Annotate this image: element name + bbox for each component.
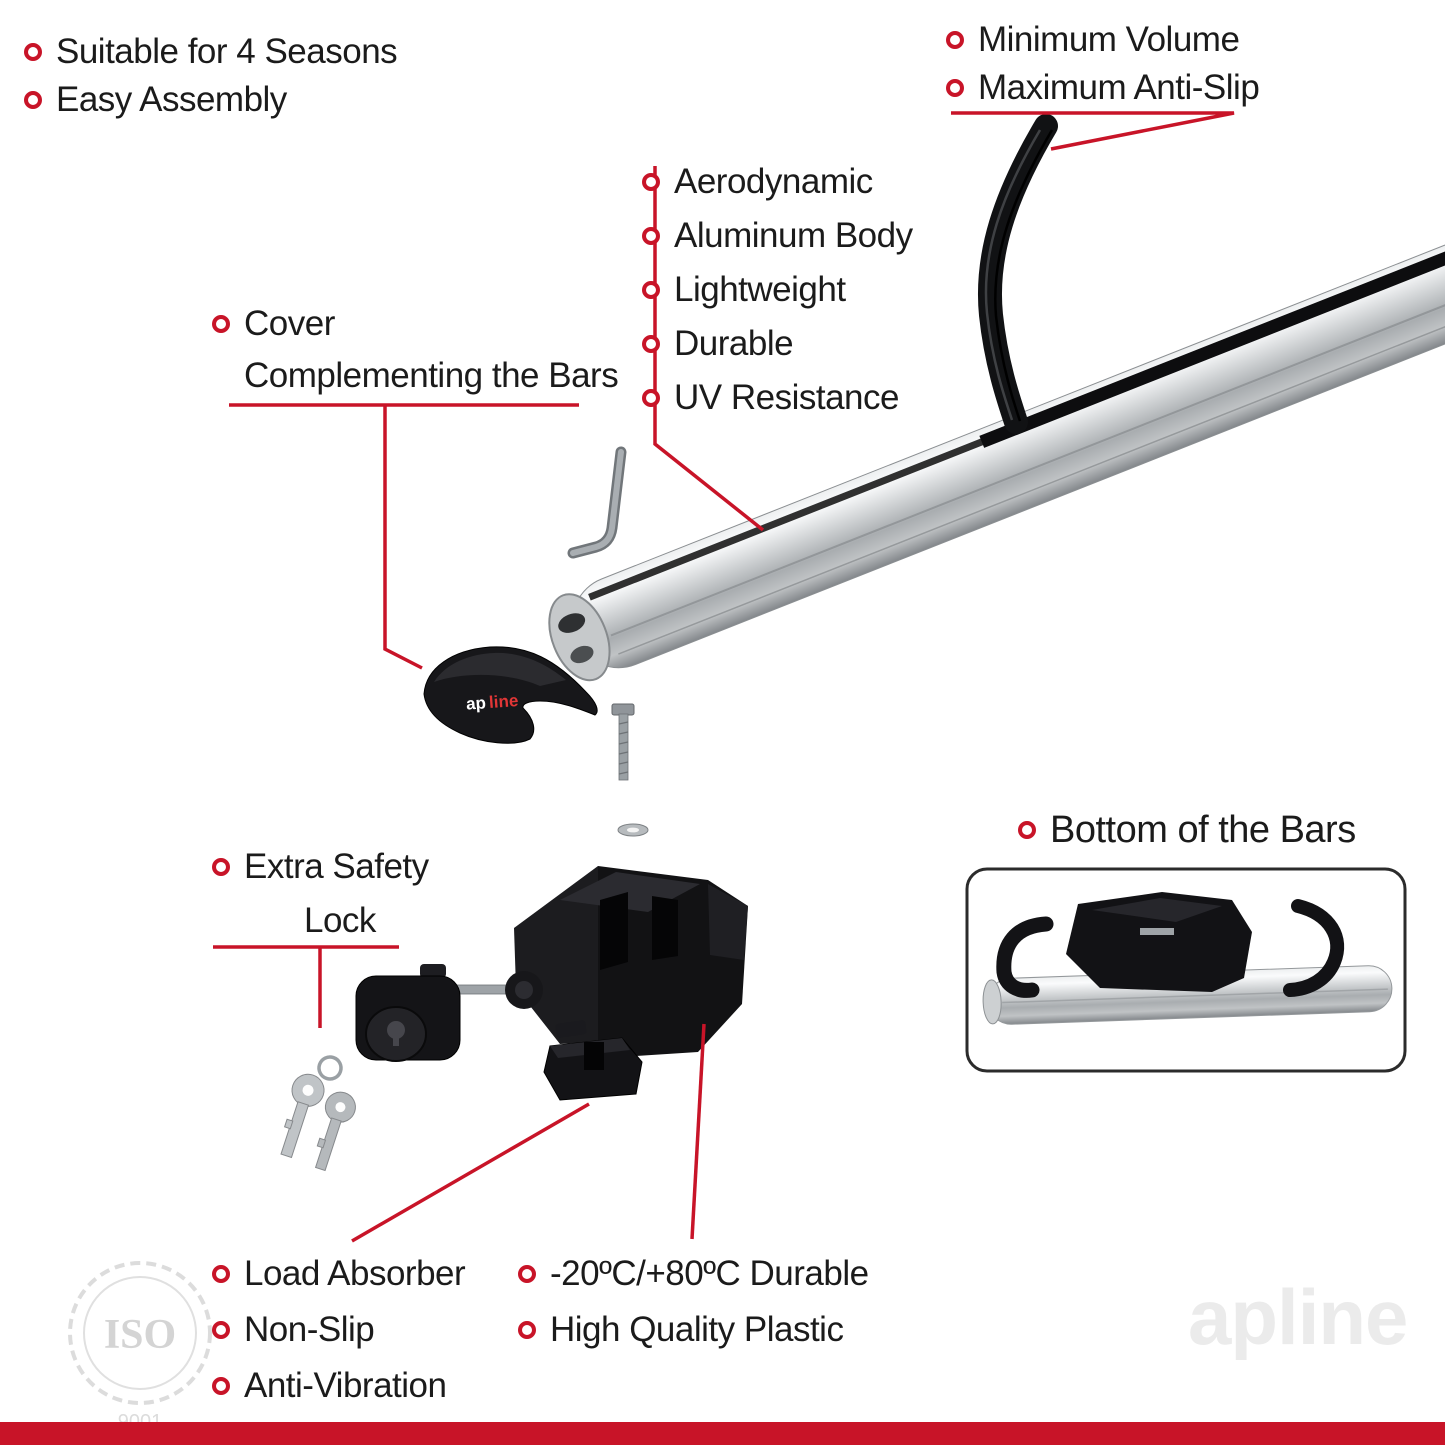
features-callout-line (653, 166, 765, 532)
feature-label: High Quality Plastic (550, 1310, 844, 1349)
bolt-part (611, 703, 635, 781)
feature-label: -20ºC/+80ºC Durable (550, 1254, 869, 1293)
callout-lines (213, 111, 1235, 1243)
bullet-icon (518, 1265, 536, 1283)
list-item: High Quality Plastic (518, 1302, 869, 1358)
bullet-icon (946, 31, 964, 49)
bar-features-callout: Aerodynamic Aluminum Body Lightweight Du… (642, 155, 913, 425)
list-item: Maximum Anti-Slip (946, 64, 1260, 112)
cover-callout: Cover Complementing the Bars (212, 300, 619, 396)
lock-part (355, 964, 543, 1062)
list-item: Aerodynamic (642, 155, 913, 209)
feature-label: Maximum Anti-Slip (978, 68, 1260, 107)
roof-bar (548, 226, 1445, 682)
list-item: Load Absorber (212, 1246, 466, 1302)
bullet-icon (24, 43, 42, 61)
list-item: Extra Safety (212, 843, 429, 891)
rubber-strip (977, 114, 1058, 434)
list-item: UV Resistance (642, 371, 913, 425)
list-item: Suitable for 4 Seasons (24, 28, 398, 76)
bullet-icon (212, 315, 230, 333)
brand-watermark: apline (1188, 1273, 1408, 1361)
bottom-bars-box (965, 867, 1407, 1073)
mounting-foot-part (514, 866, 748, 1056)
bullet-icon (212, 1265, 230, 1283)
feature-label: UV Resistance (674, 378, 899, 417)
cover-label-line2: Complementing the Bars (244, 356, 619, 395)
list-item: Cover (212, 300, 618, 348)
bullet-icon (642, 227, 660, 245)
feature-label: Aerodynamic (674, 162, 873, 201)
bottom-mid-callout: -20ºC/+80ºC Durable High Quality Plastic (518, 1246, 869, 1358)
feature-label: Aluminum Body (674, 216, 913, 255)
list-item: Bottom of the Bars (1018, 806, 1356, 854)
feature-label: Load Absorber (244, 1254, 466, 1293)
durable-callout-line (690, 1023, 706, 1240)
feature-label: Lightweight (674, 270, 846, 309)
cover-callout-line (383, 405, 423, 670)
cover-part: ap line (423, 646, 598, 744)
washer-part (617, 823, 649, 837)
top-left-callout: Suitable for 4 Seasons Easy Assembly (24, 28, 398, 124)
bullet-icon (642, 389, 660, 407)
top-right-callout: Minimum Volume Maximum Anti-Slip (946, 16, 1260, 112)
feature-label: Suitable for 4 Seasons (56, 32, 398, 71)
absorber-callout-line (351, 1102, 590, 1243)
feature-label: Non-Slip (244, 1310, 375, 1349)
bullet-icon (642, 335, 660, 353)
iso-stamp: ISO 9001 (68, 1261, 212, 1433)
feature-label: Anti-Vibration (244, 1366, 447, 1405)
bullet-icon (946, 79, 964, 97)
list-item: -20ºC/+80ºC Durable (518, 1246, 869, 1302)
bullet-icon (212, 1321, 230, 1339)
lock-label-line2: Lock (304, 901, 376, 940)
allen-key-icon (567, 446, 627, 559)
bottom-bars-callout: Bottom of the Bars (1018, 806, 1356, 854)
list-item: Non-Slip (212, 1302, 465, 1358)
bullet-icon (1018, 821, 1036, 839)
iso-stamp-title: ISO (104, 1312, 176, 1358)
bullet-icon (24, 91, 42, 109)
load-absorber-part (543, 1020, 643, 1101)
bullet-icon (518, 1321, 536, 1339)
bullet-icon (642, 281, 660, 299)
cover-logo-line: line (488, 691, 519, 712)
list-item: Durable (642, 317, 913, 371)
list-item: Lightweight (642, 263, 913, 317)
lock-label-line1: Extra Safety (244, 847, 429, 886)
bullet-icon (212, 1377, 230, 1395)
cover-logo-ap: ap (465, 693, 486, 713)
list-item: Anti-Vibration (212, 1358, 465, 1414)
cover-label-line1: Cover (244, 304, 335, 343)
bottom-bars-label: Bottom of the Bars (1050, 808, 1356, 851)
feature-label: Minimum Volume (978, 20, 1240, 59)
bottom-left-callout: Load Absorber Non-Slip Anti-Vibration (212, 1246, 466, 1414)
antislip-callout-line (951, 111, 1235, 151)
bottom-red-bar (0, 1422, 1445, 1445)
bullet-icon (642, 173, 660, 191)
safety-lock-callout: Extra Safety Lock (212, 843, 429, 941)
keys-part (280, 1055, 356, 1172)
list-item: Minimum Volume (946, 16, 1259, 64)
feature-label: Durable (674, 324, 794, 363)
feature-label: Easy Assembly (56, 80, 287, 119)
list-item: Easy Assembly (24, 76, 397, 124)
bullet-icon (212, 858, 230, 876)
list-item: Aluminum Body (642, 209, 913, 263)
